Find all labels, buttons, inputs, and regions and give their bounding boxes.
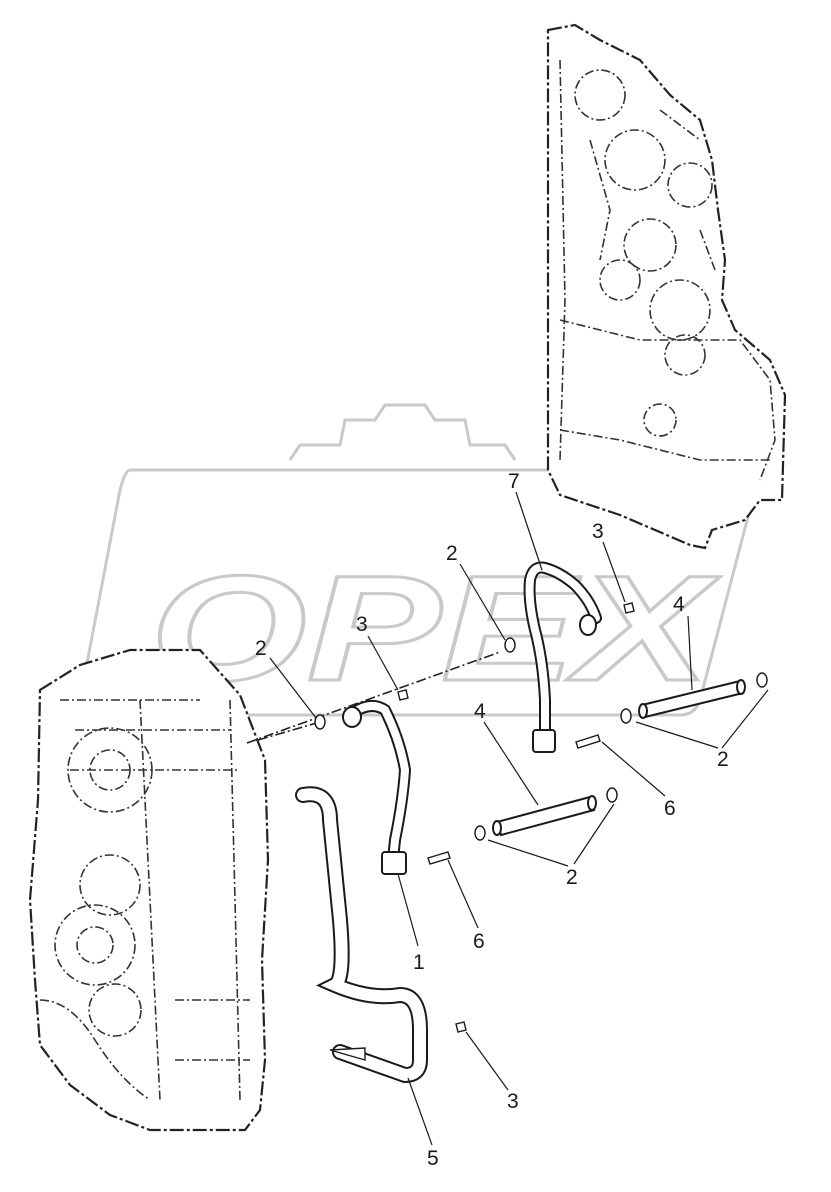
part-7-tube [523, 561, 602, 753]
part-3-plugs [397, 602, 635, 1033]
callout-1: 1 [413, 951, 425, 974]
part-5-hose [295, 786, 428, 1084]
callout-3: 3 [356, 613, 368, 636]
callouts: 7 3 2 3 2 4 4 2 6 2 6 1 3 5 [255, 470, 729, 1170]
assembly-centerlines [246, 651, 501, 744]
part-1-tube [342, 700, 412, 875]
callout-2: 2 [717, 748, 729, 771]
callout-6: 6 [664, 797, 676, 820]
callout-6: 6 [473, 930, 485, 953]
part-6-bolts [427, 734, 601, 865]
callout-3: 3 [507, 1090, 519, 1113]
watermark-text: OPEX [150, 544, 721, 712]
callout-2: 2 [566, 866, 578, 889]
upper-housing [546, 23, 787, 550]
callout-4: 4 [474, 700, 486, 723]
callout-4: 4 [673, 593, 685, 616]
leader-lines [269, 491, 769, 1146]
part-4-tube-upper [638, 679, 746, 719]
callout-2: 2 [446, 542, 458, 565]
watermark-logo: OPEX [77, 403, 758, 717]
callout-7: 7 [508, 470, 520, 493]
callout-5: 5 [427, 1147, 439, 1170]
lower-housing [28, 648, 270, 1132]
callout-3: 3 [592, 520, 604, 543]
part-4-tube-lower [492, 795, 597, 837]
part-2-orings [314, 637, 768, 841]
callout-2: 2 [255, 637, 267, 660]
